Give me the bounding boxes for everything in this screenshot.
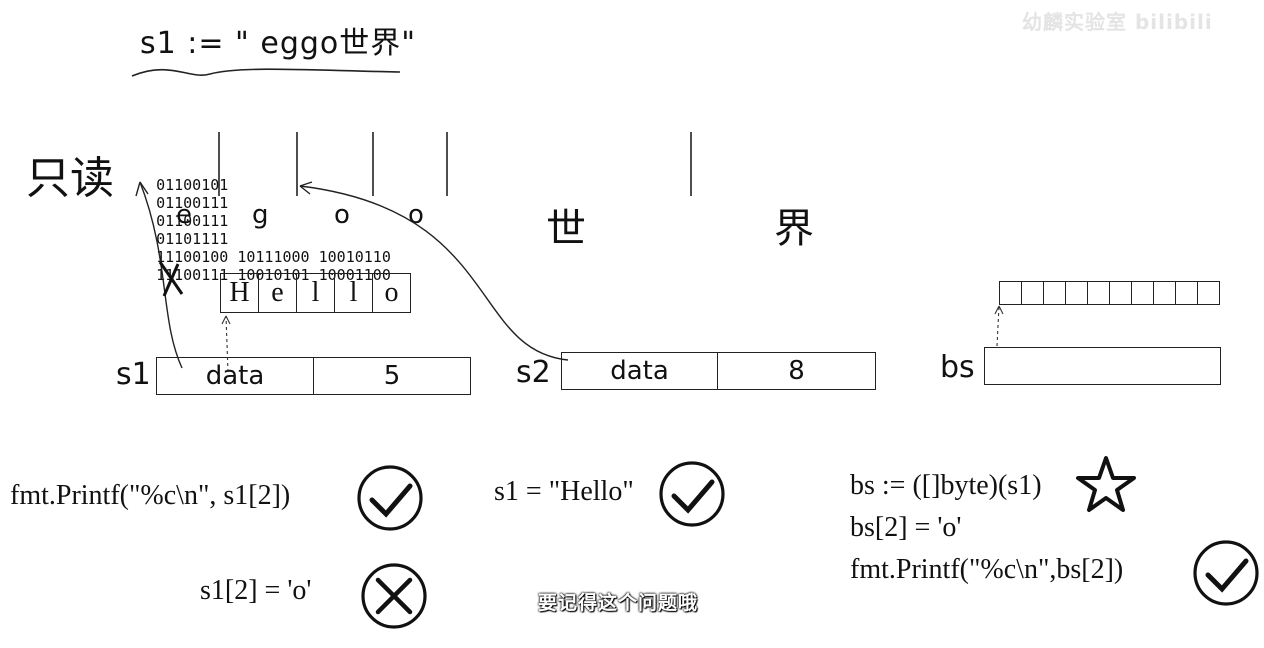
arrow-s1-to-hello — [225, 315, 229, 373]
bits-o2: 01101111 — [156, 230, 229, 248]
s1-len-field: 5 — [383, 361, 401, 391]
star-icon — [1076, 456, 1136, 512]
arrow-s2-to-bytes — [299, 185, 569, 361]
readonly-label: 只读 — [26, 153, 114, 204]
hello-cell: l — [297, 274, 335, 312]
check-circle-icon — [357, 465, 423, 531]
bs-cell — [1154, 282, 1176, 304]
check-circle-icon — [1193, 540, 1259, 606]
arrow-bs-to-array — [996, 305, 1000, 347]
hello-cell: o — [384, 277, 399, 308]
char-shi: 世 — [546, 206, 586, 252]
s1-string-header: data 5 — [156, 357, 471, 395]
bs-cell — [1088, 282, 1110, 304]
arrow-s1-to-bytes — [139, 181, 183, 369]
hello-cell: H — [221, 274, 259, 312]
hello-cell: e — [259, 274, 297, 312]
s2-data-field: data — [562, 353, 718, 389]
s2-len-field: 8 — [788, 356, 805, 386]
arrow-head — [135, 181, 149, 197]
s2-string-header: data 8 — [561, 352, 876, 390]
x-circle-icon — [361, 563, 427, 629]
char-o2: o — [408, 200, 424, 230]
char-g: g — [252, 200, 269, 230]
bit-stream: 01100101 01100111 01100111 01101111 1110… — [138, 158, 391, 284]
code-assign-hello: s1 = "Hello" — [494, 476, 634, 507]
code-bs-convert: bs := ([]byte)(s1) — [850, 470, 1042, 501]
bs-cell — [1066, 282, 1088, 304]
char-e: e — [176, 200, 192, 230]
code-printf-bs: fmt.Printf("%c\n",bs[2]) — [850, 554, 1124, 585]
bits-g: 01100111 — [156, 194, 229, 212]
bs-byte-array — [999, 281, 1220, 305]
title-underline — [131, 68, 401, 77]
check-circle-icon — [659, 461, 725, 527]
bs-slice-header — [984, 347, 1221, 385]
title-code: s1 := " eggo世界" — [140, 26, 417, 61]
x-mark-icon — [158, 261, 184, 297]
bs-cell — [1176, 282, 1198, 304]
s1-data-field: data — [157, 358, 314, 394]
s1-label: s1 — [116, 357, 151, 392]
bs-cell — [1044, 282, 1066, 304]
bits-e: 01100101 — [156, 176, 229, 194]
arrow-head — [299, 181, 313, 195]
subtitle: 要记得这个问题哦 — [538, 592, 699, 614]
code-printf-s1: fmt.Printf("%c\n", s1[2]) — [10, 480, 291, 511]
bs-label: bs — [940, 350, 975, 385]
bits-o1: 01100111 — [156, 212, 229, 230]
arrow-head — [994, 305, 1004, 315]
code-assign-index: s1[2] = 'o' — [200, 575, 312, 606]
arrow-head — [221, 315, 231, 325]
hello-cell: l — [335, 274, 373, 312]
bs-cell — [1022, 282, 1044, 304]
bs-cell — [1132, 282, 1154, 304]
s2-label: s2 — [516, 355, 551, 390]
char-jie: 界 — [774, 206, 814, 252]
watermark: 幼麟实验室 bilibili — [1022, 10, 1213, 34]
bs-cell — [1000, 282, 1022, 304]
bits-shi: 11100100 10111000 10010110 — [156, 248, 391, 266]
char-o1: o — [334, 200, 350, 230]
bs-cell — [1110, 282, 1132, 304]
code-bs-assign: bs[2] = 'o' — [850, 512, 962, 543]
hello-array: H e l l o — [220, 273, 411, 313]
